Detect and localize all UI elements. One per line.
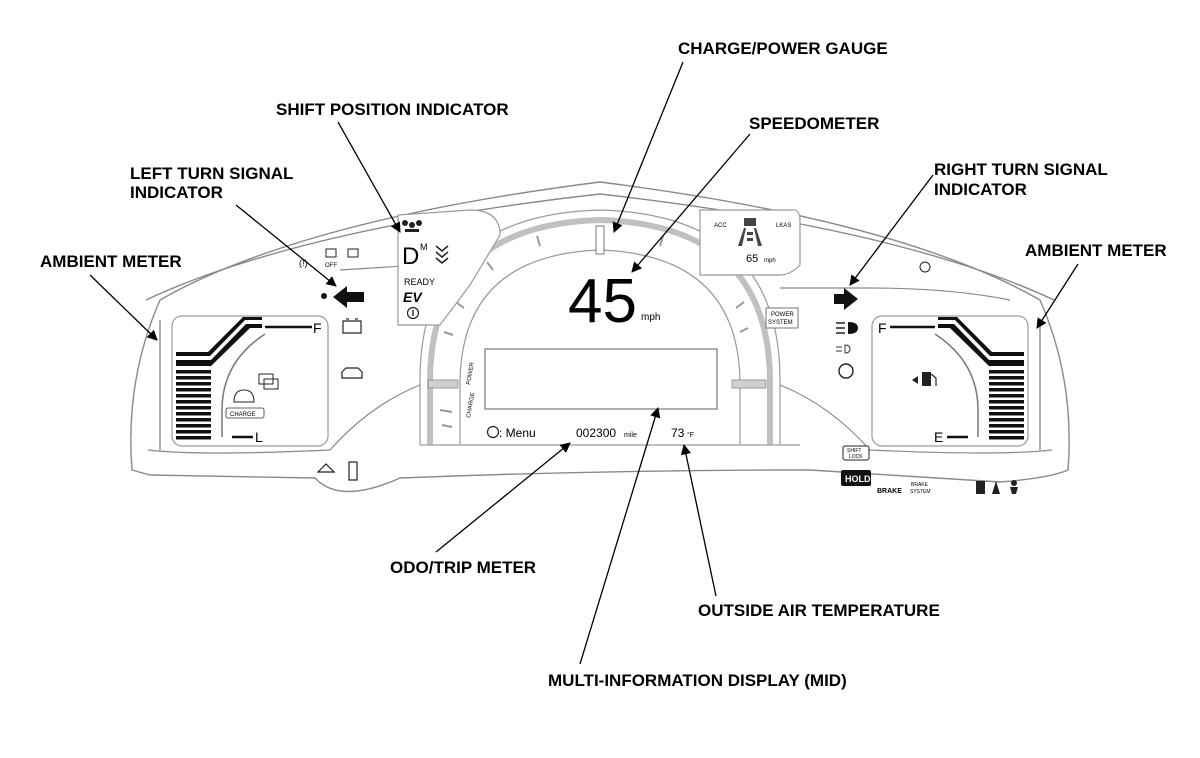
leader-temperature [680, 443, 717, 597]
bottom-right-indicators: SHIFT LOCK HOLD BRAKE BRAKE SYSTEM [841, 445, 1018, 495]
seatbelt-icon [992, 481, 1000, 494]
dial-ticks [439, 235, 749, 428]
callout-outside-air-temperature: OUTSIDE AIR TEMPERATURE [698, 601, 940, 620]
indicator-dot [321, 293, 327, 299]
brake-assist-icon [838, 363, 854, 379]
speed-readout: 45 [568, 267, 637, 336]
hold-label: HOLD [845, 474, 871, 484]
charge-badge [225, 407, 265, 419]
callout-right-turn-signal-line2: INDICATOR [934, 180, 1027, 199]
charge-vertical-label: CHARGE [466, 392, 476, 418]
chevron-down-icon [435, 245, 449, 264]
temperature-unit: °F [687, 431, 694, 439]
shift-lock-badge [842, 445, 870, 461]
right-gauge-panel: F E [871, 315, 1029, 447]
set-speed: 65 [746, 253, 758, 265]
callout-odo-trip-meter: ODO/TRIP METER [390, 558, 536, 577]
leader-mid [579, 407, 661, 665]
left-warning-lights: (!) OFF [299, 248, 364, 481]
power-vertical-label: POWER [466, 361, 476, 385]
fuel-pump-icon [912, 372, 937, 386]
eco-leaf-icon [402, 220, 422, 232]
cluster-trim-lines [147, 264, 1053, 454]
power-system-badge [765, 307, 799, 329]
tpms-label: (!) [299, 258, 308, 268]
right-arrow-icon [834, 288, 858, 310]
callout-shift-position-indicator: SHIFT POSITION INDICATOR [276, 100, 509, 119]
info-icon [406, 306, 420, 320]
shift-position-panel: D M READY EV [397, 209, 501, 326]
leader-speedometer [631, 133, 751, 273]
lkas-label: LKAS [776, 223, 791, 229]
leader-left-turn [235, 204, 337, 287]
leader-charge-power [612, 61, 684, 233]
ready-label: READY [404, 277, 435, 287]
left-gauge-top-label: F [313, 320, 322, 336]
temperature-value: 73 [671, 426, 685, 440]
leader-right-turn [849, 174, 934, 286]
charge-power-needle [595, 225, 605, 255]
right-gauge-top-label: F [878, 320, 887, 336]
leader-odo [435, 442, 571, 553]
odometer-value: 002300 [576, 426, 616, 440]
right-ambient-bars [938, 317, 1024, 440]
cluster-housing [130, 181, 1070, 493]
callout-ambient-meter-left: AMBIENT METER [40, 252, 182, 271]
lower-left-icons [316, 461, 358, 481]
traction-off-icon [325, 248, 337, 258]
left-arrow-icon [333, 286, 364, 308]
ev-label: EV [403, 289, 423, 305]
acc-label: ACC [714, 223, 727, 229]
mid-screen [484, 348, 718, 410]
callout-left-turn-signal-line2: INDICATOR [130, 183, 223, 202]
leader-lines [89, 61, 1079, 665]
acc-lkas-panel: ACC LKAS 65 mph [699, 209, 931, 276]
brake-label: BRAKE [877, 488, 902, 495]
shift-letter: D [402, 243, 419, 270]
vsa-icon [347, 248, 359, 258]
callout-charge-power-gauge: CHARGE/POWER GAUGE [678, 39, 888, 58]
callout-ambient-meter-right: AMBIENT METER [1025, 241, 1167, 260]
callout-left-turn-signal-line1: LEFT TURN SIGNAL [130, 164, 293, 183]
hold-badge [841, 470, 871, 486]
charge-plug-icon [233, 373, 279, 403]
menu-label: : Menu [499, 426, 536, 440]
set-speed-unit: mph [764, 258, 776, 264]
right-warning-lights [834, 288, 858, 379]
leader-ambient-left [89, 274, 158, 341]
battery-icon [342, 318, 362, 334]
callout-mid: MULTI-INFORMATION DISPLAY (MID) [548, 671, 847, 690]
high-beam-icon [836, 322, 858, 334]
pressure-warning-icon [919, 261, 931, 273]
odometer-unit: mile [624, 432, 637, 439]
callout-right-turn-signal-line1: RIGHT TURN SIGNAL [934, 160, 1108, 179]
left-gauge-bottom-label: L [255, 429, 263, 445]
shift-lock-line2: LOCK [849, 454, 863, 460]
callout-speedometer: SPEEDOMETER [749, 114, 879, 133]
shift-lock-line1: SHIFT [847, 448, 861, 454]
lane-car-icon [738, 218, 762, 246]
power-system-line1: POWER [771, 312, 794, 318]
brake-system-line2: SYSTEM [910, 489, 931, 495]
charge-badge-label: CHARGE [230, 412, 256, 418]
speed-unit: mph [641, 312, 660, 323]
off-label: OFF [325, 263, 337, 269]
steering-button-icon [486, 425, 500, 439]
shift-mode: M [420, 242, 428, 252]
left-gauge-panel: F L CHARGE [171, 315, 329, 447]
leader-ambient-right [1036, 263, 1079, 329]
right-gauge-bottom-label: E [934, 429, 943, 445]
leader-shift-position [337, 121, 401, 233]
brake-system-line1: BRAKE [911, 482, 929, 488]
left-ambient-bars [176, 317, 262, 440]
fog-light-icon [836, 344, 851, 354]
low-fuel-icon [976, 481, 985, 494]
check-engine-icon [341, 367, 363, 379]
power-system-line2: SYSTEM [768, 320, 793, 326]
airbag-icon [1011, 480, 1017, 486]
